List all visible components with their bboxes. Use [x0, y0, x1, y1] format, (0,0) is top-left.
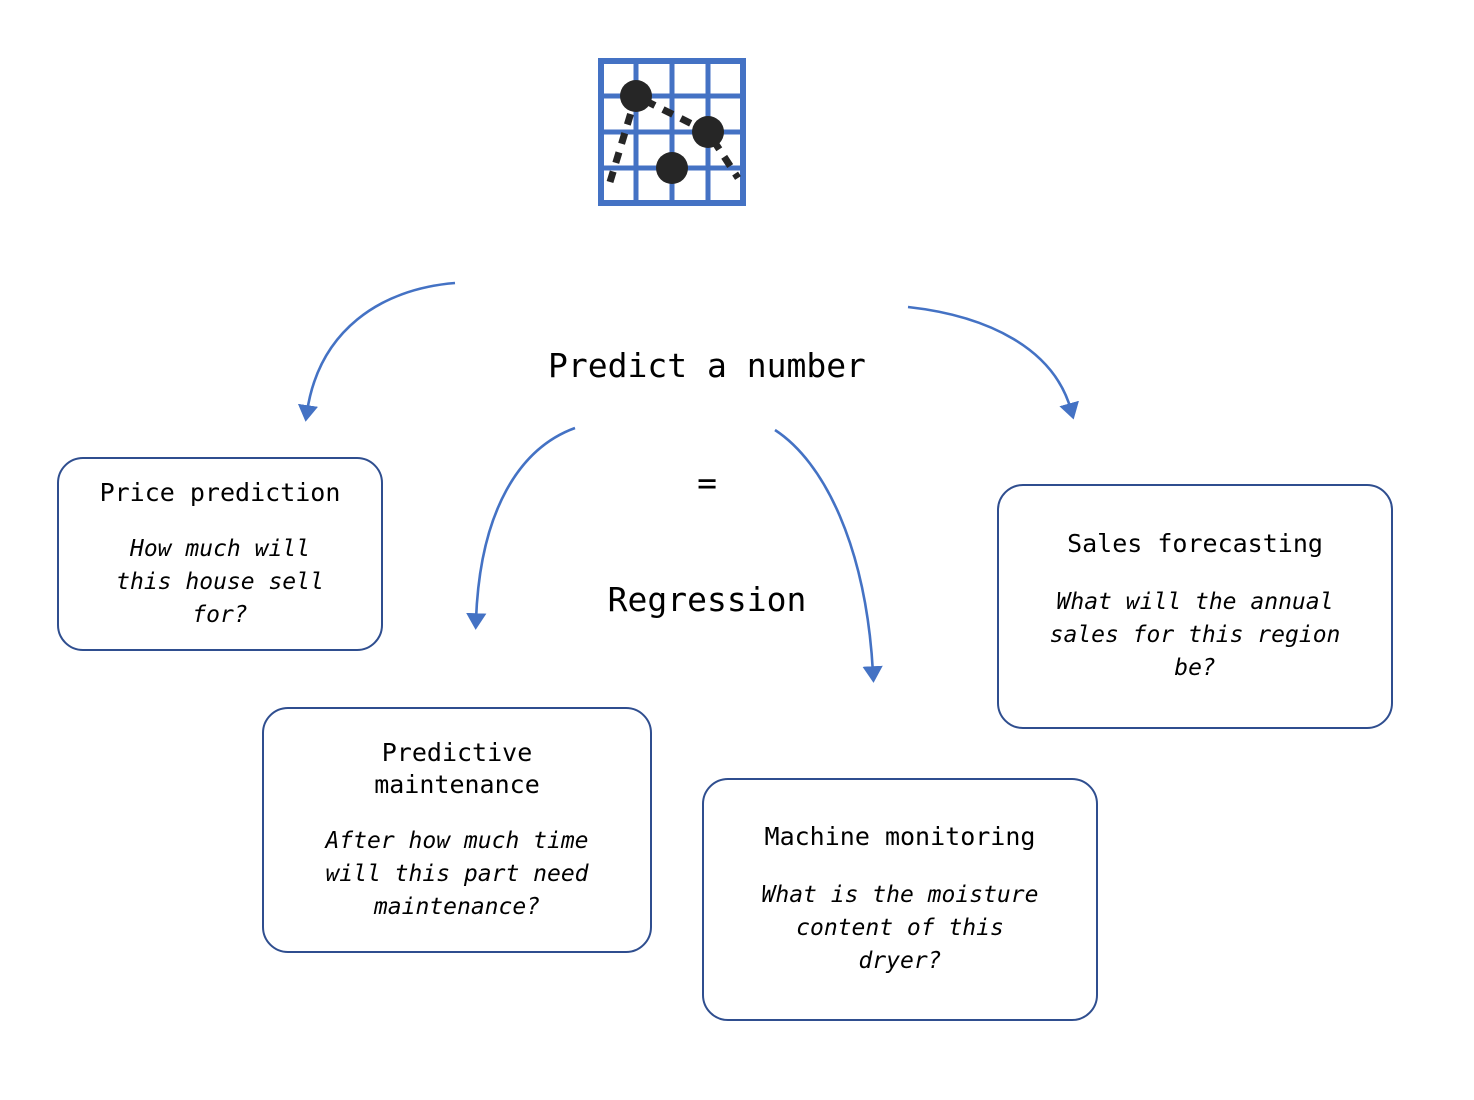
node-question: How much will this house sell for?: [116, 535, 324, 628]
node-question: What is the moisture content of this dry…: [761, 882, 1039, 974]
node-box-price-prediction[interactable]: Price prediction How much will this hous…: [57, 457, 383, 651]
node-title: Price prediction: [99, 477, 341, 507]
center-title-line-3: Regression: [607, 580, 807, 619]
node-title: Predictive maintenance: [374, 737, 540, 799]
node-box-machine-monitoring[interactable]: Machine monitoring What is the moisture …: [702, 778, 1098, 1021]
node-box-sales-forecasting[interactable]: Sales forecasting What will the annual s…: [997, 484, 1393, 729]
node-question: After how much time will this part need …: [325, 827, 589, 920]
node-title: Sales forecasting: [1067, 529, 1323, 558]
node-question: What will the annual sales for this regi…: [1049, 589, 1341, 681]
center-title-line-1: Predict a number: [548, 346, 866, 385]
center-title: Predict a number = Regression: [437, 268, 977, 697]
line-chart-grid-icon: [598, 58, 746, 206]
center-title-line-2: =: [697, 463, 717, 502]
node-title: Machine monitoring: [764, 822, 1036, 851]
arrow-to-price-prediction: [297, 281, 456, 422]
node-box-predictive-maintenance[interactable]: Predictive maintenance After how much ti…: [262, 707, 652, 953]
